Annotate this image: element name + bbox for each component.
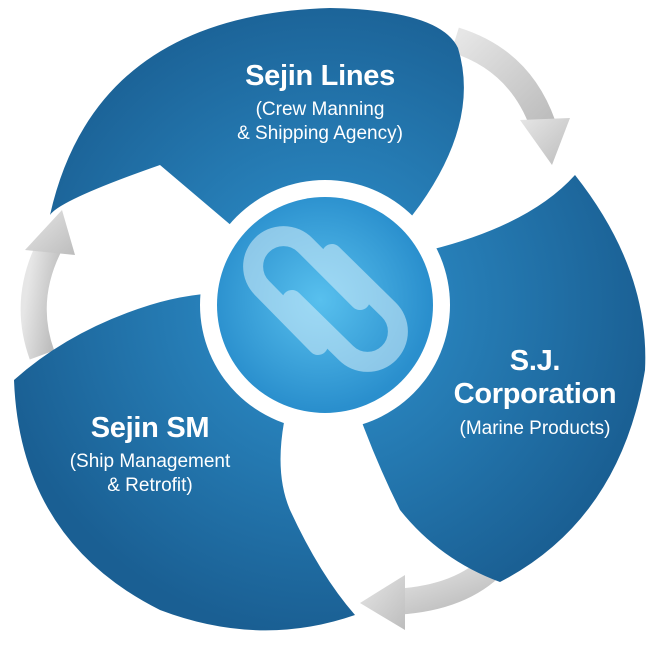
segment-title: S.J.: [509, 345, 561, 377]
sejin-s-logo: [243, 226, 408, 372]
segment-subtitle: (Ship Management: [69, 451, 231, 473]
cycle-arrow-icon: [20, 210, 75, 360]
segment-sejin-sm: Sejin SM (Ship Management & Retrofit): [30, 412, 270, 497]
segment-subtitle: (Crew Manning: [255, 99, 385, 121]
segment-sejin-lines: Sejin Lines (Crew Manning & Shipping Age…: [175, 60, 465, 145]
cycle-arrow-icon: [360, 558, 499, 630]
segment-sj-corporation: S.J. Corporation (Marine Products): [430, 345, 640, 440]
segment-subtitle: (Marine Products): [459, 417, 611, 439]
segment-title: Sejin SM: [90, 412, 210, 444]
segment-title: Corporation: [453, 378, 617, 411]
segment-title: Sejin Lines: [245, 60, 395, 92]
cycle-arrow-icon: [450, 27, 570, 165]
segment-subtitle: & Shipping Agency): [237, 123, 403, 145]
segment-subtitle: & Retrofit): [107, 475, 193, 497]
hub-core: [217, 197, 433, 413]
